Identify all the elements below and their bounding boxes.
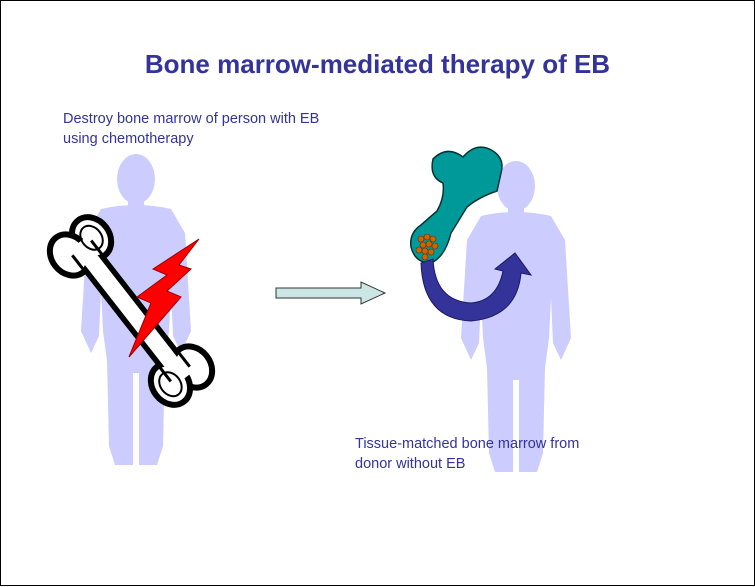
donor-caption-line-1: Tissue-matched bone marrow from (355, 434, 675, 454)
patient-caption-line-1: Destroy bone marrow of person with EB (63, 109, 403, 129)
donor-caption: Tissue-matched bone marrow from donor wi… (355, 434, 675, 474)
patient-caption: Destroy bone marrow of person with EB us… (63, 109, 403, 149)
slide-title: Bone marrow-mediated therapy of EB (1, 49, 754, 80)
patient-caption-line-2: using chemotherapy (63, 129, 403, 149)
donor-caption-line-2: donor without EB (355, 454, 675, 474)
transfer-arrow-icon (276, 282, 385, 304)
